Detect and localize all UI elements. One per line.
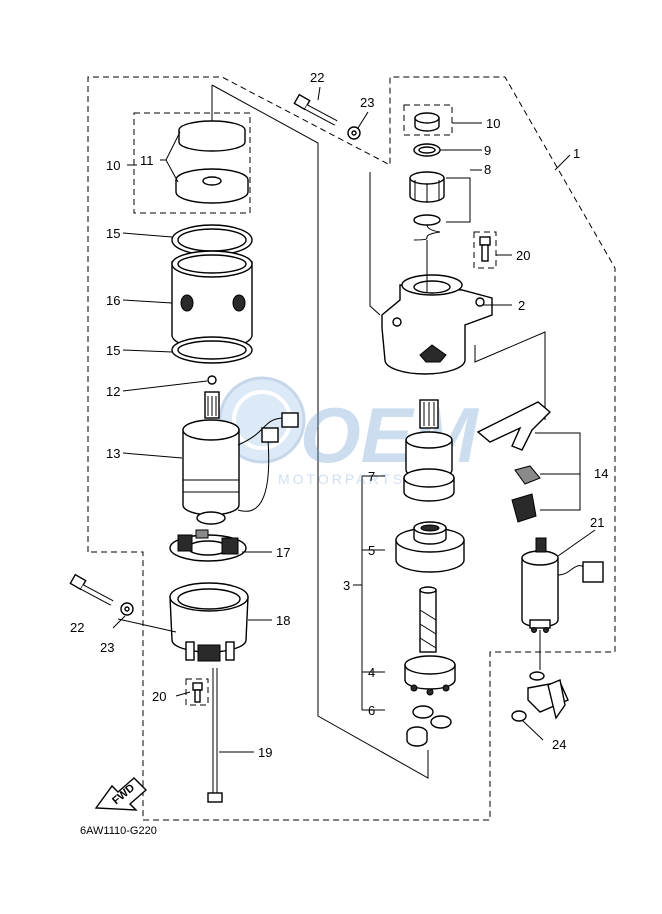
callout-9: 9	[484, 143, 491, 158]
end-cap-set	[133, 85, 251, 214]
callout-7: 7	[368, 469, 375, 484]
callout-20-bottom: 20	[152, 689, 166, 704]
callout-13: 13	[106, 446, 120, 461]
callout-4: 4	[368, 665, 375, 680]
callout-16: 16	[106, 293, 120, 308]
assembly-lines	[211, 84, 546, 779]
through-bolt	[185, 668, 223, 803]
diagram-code: 6AW1110-G220	[80, 825, 157, 837]
callout-3: 3	[343, 578, 350, 593]
watermark-main-text: OEM	[300, 391, 480, 479]
callout-5: 5	[368, 543, 375, 558]
callout-15-bottom: 15	[106, 343, 120, 358]
callout-15-top: 15	[106, 226, 120, 241]
callout-8: 8	[484, 162, 491, 177]
lower-bracket	[169, 582, 249, 662]
callout-23-left: 23	[100, 640, 114, 655]
callout-14: 14	[594, 466, 608, 481]
callout-10-top: 10	[486, 116, 500, 131]
callout-23-top: 23	[360, 95, 374, 110]
solenoid	[521, 537, 604, 633]
callout-6: 6	[368, 703, 375, 718]
yoke-assembly	[171, 224, 253, 385]
callout-10-left: 10	[106, 158, 120, 173]
callout-1: 1	[573, 146, 580, 161]
shaft-assembly	[395, 399, 465, 747]
bolt-left	[69, 573, 134, 616]
callout-labels: 1 2 3 4 5 6 7 8 9 10 10 11 12 13 14 15 1…	[70, 70, 608, 760]
leader-lines	[112, 86, 596, 753]
callout-21: 21	[590, 515, 604, 530]
callout-22-left: 22	[70, 620, 84, 635]
watermark-sub-text: MOTORPARTS	[278, 471, 405, 487]
brush-holder	[169, 529, 247, 562]
screw-top	[473, 231, 497, 269]
callout-11: 11	[140, 153, 154, 168]
clip-set	[476, 401, 581, 523]
callout-18: 18	[276, 613, 290, 628]
front-bracket	[381, 240, 493, 375]
pinion-set	[403, 104, 453, 241]
terminal-set	[511, 630, 569, 722]
callout-2: 2	[518, 298, 525, 313]
fwd-arrow: FWD	[94, 777, 148, 811]
callout-24: 24	[552, 737, 566, 752]
watermark: OEM MOTORPARTS	[218, 376, 480, 487]
callout-22-top: 22	[310, 70, 324, 85]
callout-12: 12	[106, 384, 120, 399]
armature	[182, 391, 299, 525]
callout-17: 17	[276, 545, 290, 560]
callout-19: 19	[258, 745, 272, 760]
bolt-top	[293, 93, 361, 140]
assembly-boundary	[87, 76, 616, 821]
callout-20-top: 20	[516, 248, 530, 263]
